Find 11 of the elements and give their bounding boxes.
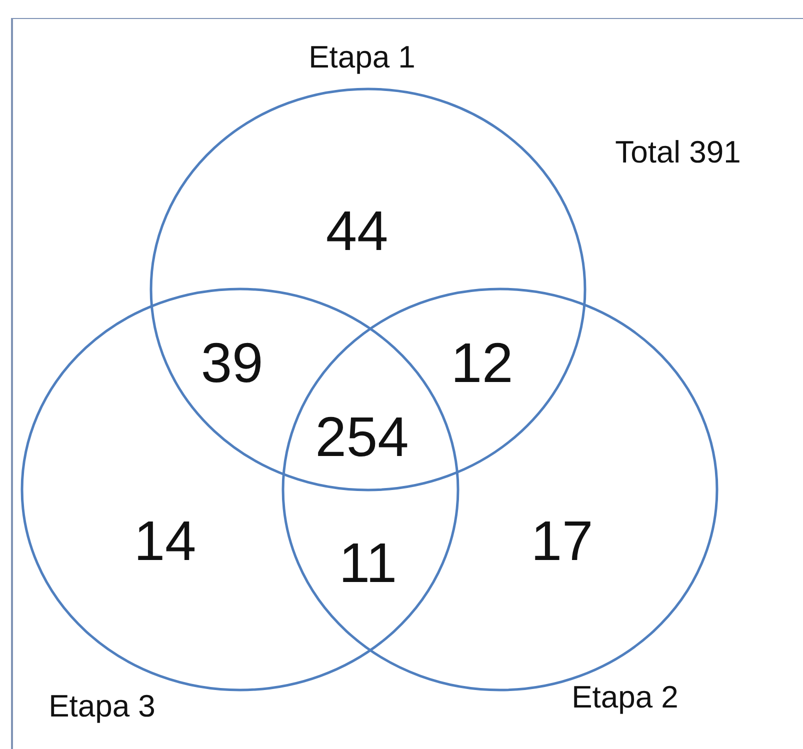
region-count: 39: [200, 335, 264, 391]
region-count: 14: [134, 513, 196, 569]
region-count: 44: [326, 203, 388, 259]
set-label: Etapa 2: [572, 682, 678, 712]
region-count: 17: [530, 513, 594, 569]
region-count: 11: [338, 535, 398, 591]
set-label: Etapa 1: [308, 42, 416, 72]
region-count: 254: [315, 409, 409, 465]
set-label: Etapa 3: [48, 690, 156, 722]
region-count: 12: [450, 335, 514, 391]
total-note: Total 391: [615, 136, 741, 168]
